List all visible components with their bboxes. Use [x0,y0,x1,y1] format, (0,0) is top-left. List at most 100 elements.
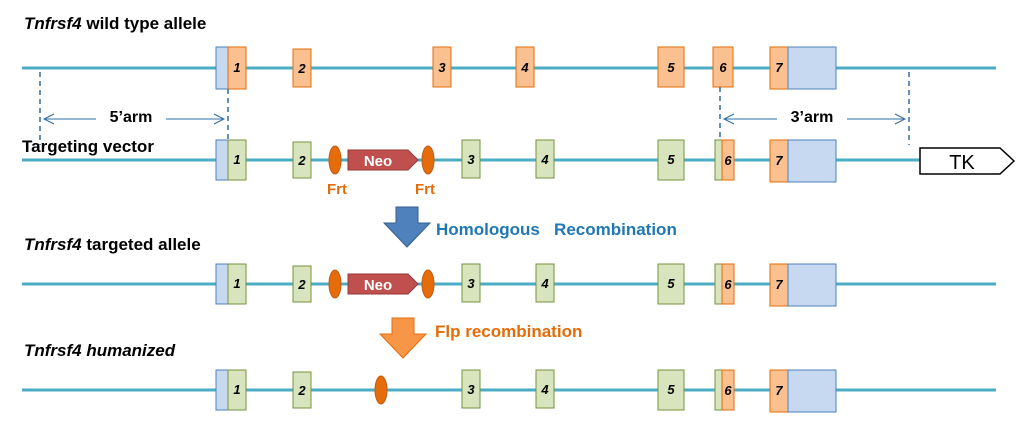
tv-neo-label: Neo [364,153,392,170]
wt-exon-3-box [432,46,452,88]
tv-exon-2-box [292,141,312,179]
humanized-allele-track: 1 2 3 4 5 6 7 [22,369,996,413]
hu-exon-5-label: 5 [667,382,675,397]
tv-exon-4-label: 4 [540,152,549,167]
five-arm-right-arrowhead [213,113,226,125]
row-title-targeting-vector: Targeting vector [22,137,154,156]
down-arrow-orange [378,317,428,359]
tk-cassette [919,147,1016,175]
tv-frt-right [421,145,435,175]
tv-exon-1-label: 1 [233,152,240,167]
ta-exon-6-label: 6 [724,277,732,292]
targeting-vector-track: 1 2 Frt Neo Frt 3 4 5 6 7 TK [22,139,1016,198]
ta-exon-3-label: 3 [467,276,475,291]
tv-exon-5-label: 5 [667,152,675,167]
three-arm-label-bg [777,105,847,127]
hu-exon-3-box [461,369,481,409]
homology-arms: 5’arm 3’arm [39,72,910,145]
ta-exon-3-box [461,263,481,303]
wt-exon-2-label: 2 [297,61,306,76]
ta-exon-5-box [657,263,685,305]
ta-neo-cassette [347,273,419,295]
five-arm-label-bg [96,105,166,127]
homologous-recombination-step: Homologous Recombination [382,206,677,248]
tk-label: TK [949,152,975,174]
tv-exon-4-box [535,139,555,179]
flp-recombination-label: Flp recombination [435,322,582,341]
ta-exon-2-box [292,265,312,303]
wt-exon-5-label: 5 [667,60,675,75]
row-title-targeted-allele: Tnfrsf4 targeted allele [24,235,201,254]
hu-exon-1-box [227,369,247,411]
tv-exon-2-label: 2 [297,153,306,168]
hu-exon-2-label: 2 [297,383,306,398]
targeted-allele-track: 1 2 Neo 3 4 5 6 7 [22,263,996,307]
three-arm-left-arrowhead [722,113,735,125]
wt-utr-3-box [787,46,837,90]
hu-exon-1-label: 1 [233,382,240,397]
wt-exon-6-box [712,46,734,88]
tv-neo-cassette [347,149,419,171]
hu-exon-6-label: 6 [724,383,732,398]
ta-frt-right [421,269,435,299]
tv-utr-5-box [215,139,229,181]
wt-exon-4-box [515,46,535,88]
wt-exon-5-box [657,46,685,88]
hu-exon-2-box [292,371,312,409]
three-arm-label: 3’arm [791,109,834,126]
flp-recombination-step: Flp recombination [378,317,582,359]
hu-exon-5-box [657,369,685,411]
tv-exon-3-label: 3 [467,152,475,167]
ta-exon-6-mouse-part [721,263,735,305]
hu-exon-6-human-part [714,369,723,411]
hu-exon-3-label: 3 [467,382,475,397]
ta-exon-4-box [535,263,555,303]
row-title-humanized: Tnfrsf4 humanized [24,341,176,360]
ta-exon-6-human-part [714,263,723,305]
hu-exon-4-label: 4 [540,382,549,397]
tv-exon-5-box [657,139,685,181]
ta-exon-1-box [227,263,247,305]
ta-exon-1-label: 1 [233,276,240,291]
tv-utr-3-box [787,139,837,183]
hu-exon-4-box [535,369,555,409]
down-arrow-blue [382,206,432,248]
ta-utr-3-box [787,263,837,307]
row-title-wild-type: Tnfrsf4 wild type allele [24,14,206,33]
five-arm-left-arrowhead [42,113,55,125]
wt-exon-3-label: 3 [438,60,446,75]
ta-exon-2-label: 2 [297,277,306,292]
tv-exon-1-box [227,139,247,181]
wild-type-allele-track: 1 2 3 4 5 6 7 [22,46,996,90]
hu-frt-remnant [374,375,388,405]
wt-exon-1-label: 1 [233,60,240,75]
wt-exon-6-label: 6 [719,60,727,75]
ta-exon-4-label: 4 [540,276,549,291]
wt-exon-4-label: 4 [520,60,529,75]
ta-exon-5-label: 5 [667,276,675,291]
ta-neo-label: Neo [364,277,392,294]
wt-exon-1-box [227,46,247,90]
tv-frt-left-label: Frt [327,181,347,198]
tv-frt-left [328,145,342,175]
five-arm-label: 5’arm [110,109,153,126]
hu-utr-3-box [787,369,837,413]
ta-frt-left [328,269,342,299]
hu-exon-6-mouse-part [721,369,735,411]
tv-exon-6-human-part [714,139,723,181]
hu-exon-7-label: 7 [775,383,783,398]
wt-exon-2-box [292,48,312,88]
hu-utr-5-box [215,369,229,411]
tv-exon-3-box [461,139,481,179]
wt-utr-5-box [215,46,229,90]
three-arm-right-arrowhead [894,113,907,125]
wt-exon-7-label: 7 [775,60,783,75]
tv-exon-6-label: 6 [724,153,732,168]
tv-exon-6-mouse-part [721,139,735,181]
tv-frt-right-label: Frt [415,181,435,198]
ta-exon-7-label: 7 [775,277,783,292]
homologous-recombination-label: Homologous Recombination [436,220,677,239]
tv-exon-7-label: 7 [775,153,783,168]
